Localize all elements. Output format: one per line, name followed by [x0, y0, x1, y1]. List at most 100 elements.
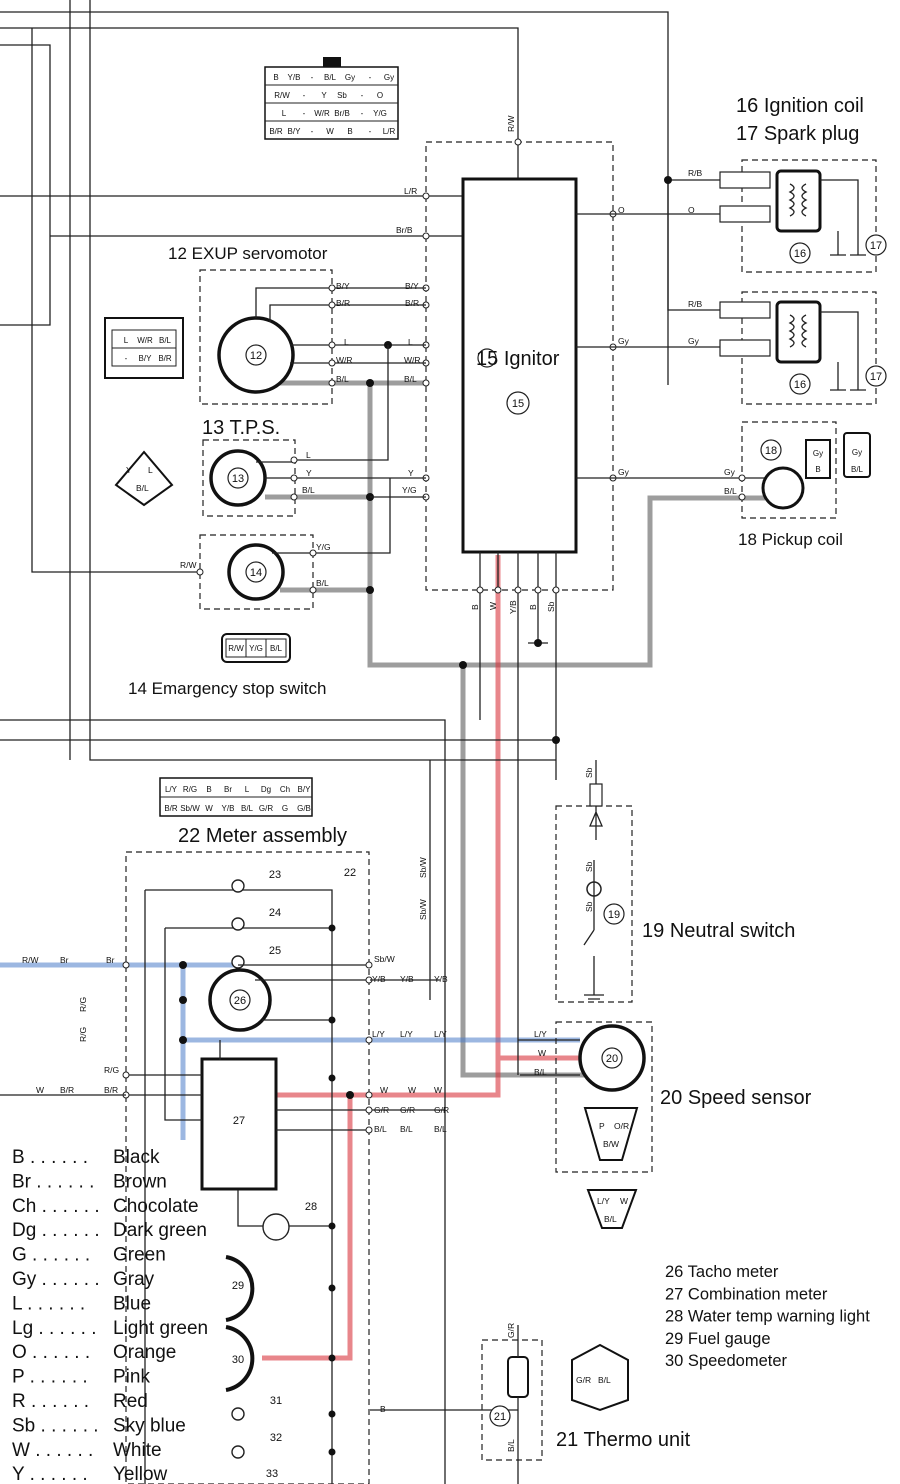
svg-text:L: L: [344, 337, 349, 347]
color-code: O . . . . . .: [12, 1342, 90, 1363]
exup-title: EXUP servomotor: [192, 244, 328, 263]
svg-text:Y/G: Y/G: [373, 109, 387, 118]
tps-title: T.P.S.: [229, 417, 280, 439]
svg-text:14 Emargency stop switch: 14 Emargency stop switch: [128, 679, 326, 698]
svg-text:13 T.P.S.: 13 T.P.S.: [202, 417, 280, 439]
svg-text:Br: Br: [60, 955, 69, 965]
svg-text:B/L: B/L: [604, 1214, 617, 1224]
ignition-coil-1: [719, 159, 887, 273]
svg-text:16 Ignition coil: 16 Ignition coil: [736, 95, 864, 117]
color-name: Yellow: [113, 1464, 168, 1484]
svg-text:B/L: B/L: [598, 1375, 611, 1385]
svg-text:Br: Br: [106, 955, 115, 965]
svg-text:W/R: W/R: [314, 109, 330, 118]
svg-text:R/G: R/G: [104, 1065, 119, 1075]
svg-text:27: 27: [233, 1115, 245, 1127]
svg-text:O: O: [618, 205, 625, 215]
color-name: Dark green: [113, 1220, 207, 1241]
svg-text:G/R: G/R: [259, 804, 273, 813]
svg-text:B/R: B/R: [336, 298, 350, 308]
svg-text:B: B: [528, 604, 538, 610]
svg-text:B/R: B/R: [405, 298, 419, 308]
svg-text:17: 17: [870, 240, 882, 252]
ignitor-bottom-wires: [459, 552, 560, 1075]
svg-text:B/R: B/R: [60, 1085, 74, 1095]
svg-text:Sb: Sb: [584, 901, 594, 912]
color-name: Green: [113, 1245, 166, 1266]
meter-legend-item: 30 Speedometer: [665, 1352, 788, 1370]
svg-text:B: B: [347, 127, 352, 136]
svg-text:L: L: [148, 465, 153, 475]
svg-text:Y/G: Y/G: [249, 644, 263, 653]
svg-text:L: L: [124, 336, 129, 345]
color-code: Ch . . . . . .: [12, 1196, 100, 1217]
svg-text:Y/B: Y/B: [508, 600, 518, 614]
svg-text:Br/B: Br/B: [334, 109, 350, 118]
color-code: W . . . . . .: [12, 1440, 93, 1461]
svg-text:-: -: [361, 109, 364, 118]
svg-text:B: B: [380, 1404, 386, 1414]
meter-legend-item: 26 Tacho meter: [665, 1263, 779, 1281]
svg-text:L/Y: L/Y: [400, 1029, 413, 1039]
svg-text:W: W: [488, 602, 498, 610]
svg-text:31: 31: [270, 1395, 282, 1407]
svg-text:Gy: Gy: [345, 73, 355, 82]
svg-text:B/L: B/L: [400, 1124, 413, 1134]
svg-text:W: W: [434, 1085, 442, 1095]
svg-text:R/B: R/B: [688, 168, 703, 178]
pickup-title: Pickup coil: [762, 530, 843, 549]
svg-text:Gy: Gy: [724, 467, 736, 477]
svg-text:B: B: [273, 73, 278, 82]
color-name: Black: [113, 1147, 160, 1168]
color-code: Br . . . . . .: [12, 1171, 94, 1192]
exup-servomotor: [199, 269, 426, 461]
svg-text:18 Pickup coil: 18 Pickup coil: [738, 530, 843, 549]
meter-legend-item: 27 Combination meter: [665, 1285, 828, 1303]
svg-text:R/W: R/W: [506, 115, 516, 132]
svg-text:13: 13: [232, 473, 244, 485]
svg-text:B/L: B/L: [434, 1124, 447, 1134]
svg-text:15: 15: [512, 398, 524, 410]
svg-text:B/Y: B/Y: [298, 785, 312, 794]
svg-text:B/L: B/L: [270, 644, 283, 653]
svg-text:W/R: W/R: [404, 355, 421, 365]
color-code: G . . . . . .: [12, 1245, 90, 1266]
ignitor-title: Ignitor: [504, 348, 560, 370]
tps: [202, 439, 426, 517]
svg-text:-: -: [303, 91, 306, 100]
svg-text:19 Neutral switch: 19 Neutral switch: [642, 920, 795, 942]
svg-text:-: -: [369, 73, 372, 82]
svg-text:B/L: B/L: [506, 1439, 516, 1452]
emergency-title: Emargency stop switch: [152, 679, 327, 698]
svg-text:B/L: B/L: [374, 1124, 387, 1134]
neutral-switch: [555, 760, 633, 1003]
svg-text:26: 26: [234, 995, 246, 1007]
svg-text:B: B: [206, 785, 211, 794]
wire-labels: R/W L/R Br/B B/Y B/Y B/R B/R L L W/R W/R…: [22, 115, 737, 1452]
svg-text:22: 22: [344, 867, 356, 879]
svg-text:L: L: [408, 337, 413, 347]
svg-text:Y/B: Y/B: [288, 73, 301, 82]
svg-text:L/Y: L/Y: [597, 1196, 610, 1206]
svg-text:B/R: B/R: [164, 804, 178, 813]
color-code: P . . . . . .: [12, 1367, 88, 1388]
svg-text:W/R: W/R: [137, 336, 153, 345]
svg-text:G/R: G/R: [576, 1375, 591, 1385]
svg-text:P: P: [599, 1121, 605, 1131]
color-name: Orange: [113, 1342, 176, 1363]
svg-text:21: 21: [494, 1411, 506, 1423]
svg-text:L/R: L/R: [383, 127, 396, 136]
highlight-traces: [0, 380, 765, 1361]
svg-text:Y/B: Y/B: [400, 974, 414, 984]
svg-text:L/Y: L/Y: [434, 1029, 447, 1039]
svg-text:G/R: G/R: [434, 1105, 449, 1115]
color-code: R . . . . . .: [12, 1391, 89, 1412]
svg-text:Sb/W: Sb/W: [180, 804, 200, 813]
ignitor-connector: [264, 57, 399, 140]
color-name: Gray: [113, 1269, 155, 1290]
svg-text:B/L: B/L: [336, 374, 349, 384]
svg-text:-: -: [311, 73, 314, 82]
svg-text:Dg: Dg: [261, 785, 271, 794]
